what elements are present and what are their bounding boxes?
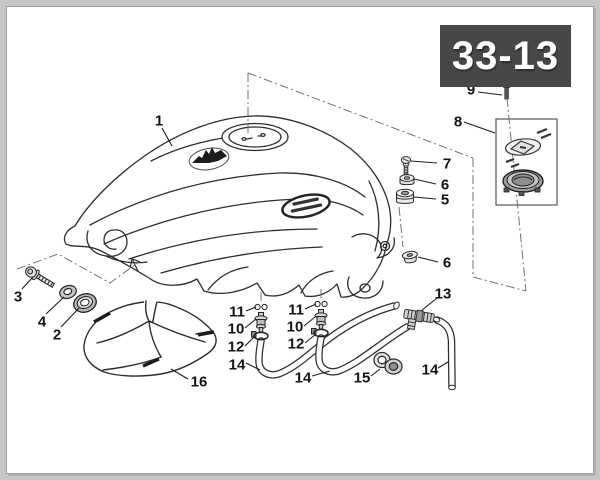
part-callout-14-left: 14 [228,356,246,374]
tank-pad-part-16 [83,297,217,377]
part-callout-4: 4 [37,313,47,331]
part-callout-16: 16 [190,373,208,391]
filler-cap-part [502,169,544,196]
bolt-part-3 [25,266,56,289]
leader-lines [21,91,503,380]
part-callout-11-left: 11 [229,303,245,321]
part-callout-14-right: 14 [421,361,439,379]
grommet-part-2 [73,293,97,313]
tank-emblem [281,193,331,219]
spacer-part-6a [399,174,415,186]
vent-stack-left [251,303,269,341]
part-callout-10-left: 10 [227,320,245,338]
grommet-part-6b [401,250,418,264]
fuel-tank-part-1 [63,115,396,299]
part-callout-5: 5 [440,191,450,209]
part-callout-6b: 6 [442,254,452,272]
part-callout-3: 3 [13,288,23,306]
fuel-hose-left-part-14 [255,301,400,379]
projection-lines [16,72,527,304]
part-callout-15: 15 [353,369,371,387]
screw-part-7 [400,156,412,175]
bushing-part-5 [396,188,414,204]
part-callout-8: 8 [453,113,463,131]
part-callout-1: 1 [154,112,164,130]
eagle-logo [188,147,230,171]
part-callout-7: 7 [442,155,452,173]
part-callout-10-right: 10 [286,318,304,336]
washer-part-4 [59,284,77,300]
part-callout-6a: 6 [440,176,450,194]
page-code-text: 33-13 [451,33,560,78]
part-callout-2: 2 [52,326,62,344]
direction-arrow-icon [129,258,140,272]
part-callout-12-right: 12 [287,335,305,353]
hose-clamp-part-15 [373,351,403,375]
vent-stack-right [311,300,329,338]
fuel-hose-center-part-14 [315,323,411,376]
part-callout-12-left: 12 [227,338,245,356]
part-callout-11-right: 11 [288,301,304,319]
fuel-hose-right-part-14 [432,316,456,391]
t-connector-part-13 [403,308,435,331]
page-code-badge: 33-13 [440,25,571,87]
part-callout-9: 9 [466,81,476,99]
filler-cap-lock-ring [504,127,552,169]
part-callout-14-center: 14 [294,369,312,387]
part-callout-13: 13 [434,285,452,303]
cap-axis-line [506,97,527,292]
